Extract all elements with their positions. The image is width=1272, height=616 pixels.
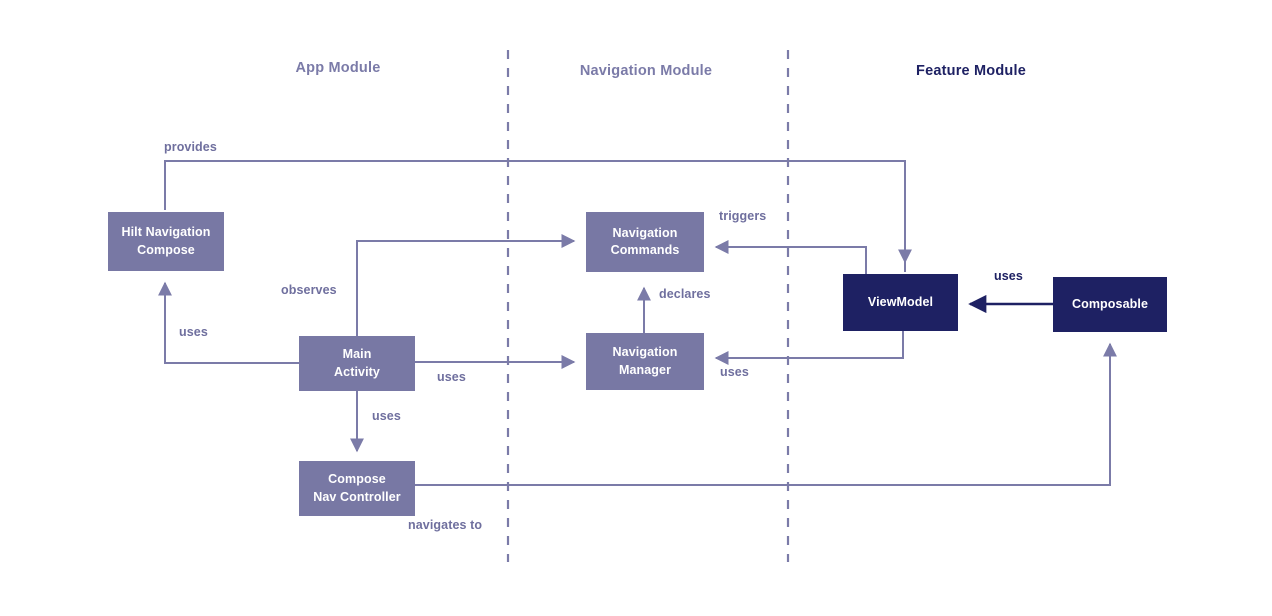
edge-label-provides: provides — [164, 140, 217, 154]
edge-label-uses-hilt: uses — [179, 325, 208, 339]
edge-label-uses-compose-nav-controller: uses — [372, 409, 401, 423]
edge-uses-navigation-manager-from-viewmodel — [714, 331, 904, 365]
node-composable[interactable]: Composable — [1053, 277, 1167, 332]
node-label-line: Nav Controller — [313, 489, 401, 504]
node-label-line: Compose — [328, 472, 386, 487]
node-label-line: Commands — [610, 243, 680, 257]
module-header-navigation: Navigation Module — [579, 63, 713, 79]
edge-navigates-to — [415, 342, 1117, 486]
node-label-line: Navigation — [612, 345, 678, 360]
edge-label-navigates-to: navigates to — [408, 518, 483, 532]
edge-label-observes: observes — [281, 283, 337, 297]
node-label-line: ViewModel — [867, 294, 934, 309]
node-label-line: Main — [342, 347, 372, 362]
edge-observes — [356, 234, 576, 336]
edge-label-uses-navigation-manager-from-viewmodel: uses — [720, 365, 749, 379]
edge-label-uses-viewmodel: uses — [994, 269, 1023, 283]
node-label-line: Manager — [618, 362, 672, 377]
node-label-line: Composable — [1071, 296, 1148, 311]
edge-triggers — [714, 240, 867, 274]
node-view-model[interactable]: ViewModel — [843, 274, 958, 331]
node-label-composable: Composable — [1072, 296, 1148, 313]
node-label-line: Activity — [334, 364, 380, 379]
edge-uses-hilt — [158, 281, 299, 364]
module-header-app: App Module — [295, 60, 381, 76]
node-label-line: Compose — [137, 242, 195, 257]
edge-label-triggers: triggers — [719, 209, 767, 223]
edge-connectors — [158, 160, 1117, 486]
edge-label-uses-navigation-manager: uses — [437, 370, 466, 384]
edge-provides — [164, 160, 906, 272]
module-header-feature: Feature Module — [916, 63, 1026, 79]
edge-label-declares: declares — [659, 287, 711, 301]
module-dividers — [506, 50, 790, 562]
node-label-view-model: ViewModel — [868, 294, 933, 311]
node-label-line: Hilt Navigation — [121, 225, 211, 240]
node-label-line: Navigation — [612, 225, 678, 240]
